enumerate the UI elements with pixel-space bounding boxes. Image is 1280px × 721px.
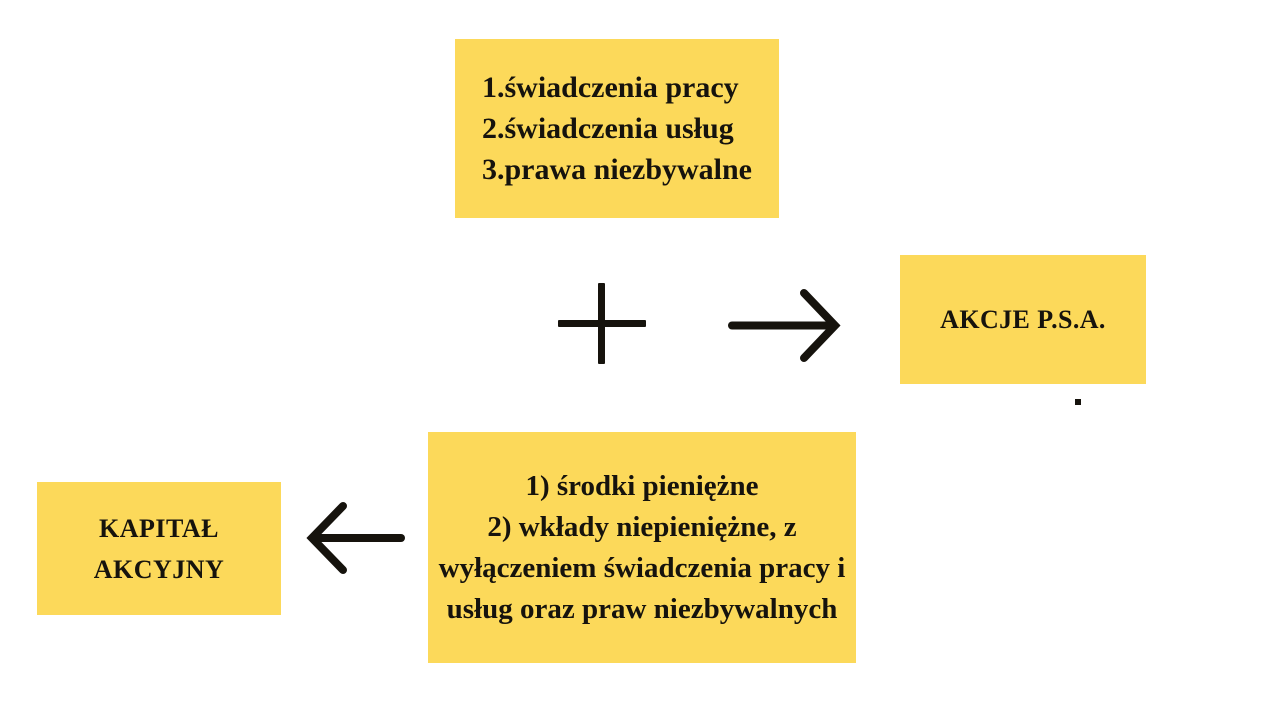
box-share-capital-line-1: KAPITAŁ xyxy=(98,513,220,543)
box-shares-line-1: AKCJE P.S.A. xyxy=(940,304,1106,334)
box-capital-contributions-line-1: 1) środki pieniężne xyxy=(525,469,759,502)
box-shares: AKCJE P.S.A. xyxy=(900,255,1146,384)
box-share-capital-line-2: AKCYJNY xyxy=(93,554,225,584)
box-contributions-line-1: 1.świadczenia pracy xyxy=(482,71,739,104)
box-capital-contributions-line-2: 2) wkłady niepieniężne, z wyłączeniem św… xyxy=(438,510,846,625)
box-capital-contributions: 1) środki pieniężne 2) wkłady niepienięż… xyxy=(428,432,856,663)
box-contributions-line-3: 3.prawa niezbywalne xyxy=(482,153,752,186)
plus-sign-icon xyxy=(558,283,646,365)
box-contributions: 1.świadczenia pracy 2.świadczenia usług … xyxy=(455,39,779,218)
arrow-left-icon xyxy=(305,501,407,575)
stray-dot-mark xyxy=(1075,399,1081,405)
box-share-capital: KAPITAŁ AKCYJNY xyxy=(37,482,281,615)
arrow-right-icon xyxy=(728,288,842,364)
box-contributions-line-2: 2.świadczenia usług xyxy=(482,112,734,145)
